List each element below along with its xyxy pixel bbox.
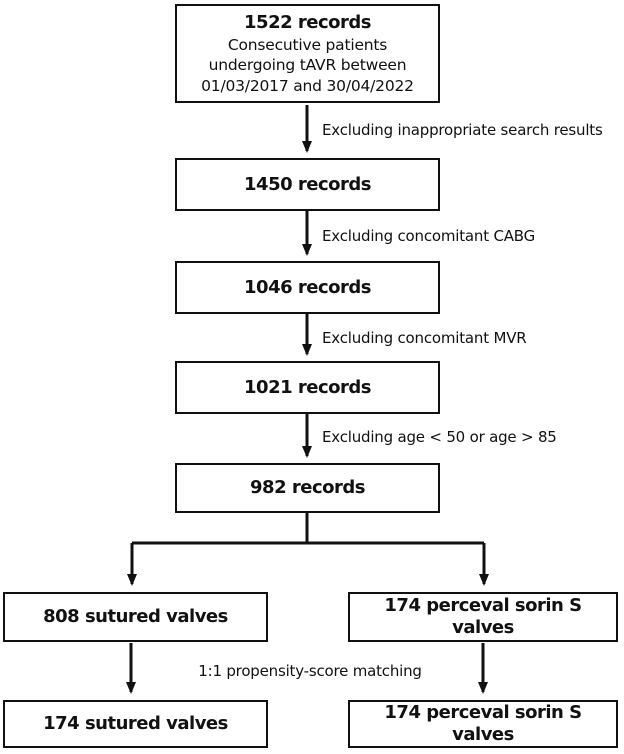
flow-box-label: 174 sutured valves	[43, 713, 228, 735]
exclusion-label-mvr: Excluding concomitant MVR	[322, 329, 527, 347]
flow-box-label: 1021 records	[244, 376, 371, 398]
flow-box-1046-records: 1046 records	[175, 261, 440, 314]
flow-box-label: 1046 records	[244, 276, 371, 298]
flow-box-label: 808 sutured valves	[43, 606, 228, 628]
flow-box-sutured-valves-174: 174 sutured valves	[3, 700, 268, 748]
flow-box-label: 982 records	[250, 477, 365, 499]
flow-box-sutured-valves-808: 808 sutured valves	[3, 592, 268, 642]
flow-box-label: 1450 records	[244, 173, 371, 195]
flow-box-line: Consecutive patients	[227, 35, 388, 54]
propensity-matching-label: 1:1 propensity-score matching	[198, 662, 422, 680]
flow-box-perceval-valves-174-upper: 174 perceval sorin S valves	[348, 592, 618, 642]
flow-box-label: 174 perceval sorin S valves	[384, 595, 582, 638]
flow-box-982-records: 982 records	[175, 463, 440, 513]
flow-box-perceval-valves-174-lower: 174 perceval sorin S valves	[348, 700, 618, 748]
flow-box-1021-records: 1021 records	[175, 361, 440, 414]
flow-box-1522-records: 1522 records Consecutive patients underg…	[175, 4, 440, 103]
flow-box-title: 1522 records	[244, 11, 371, 33]
exclusion-label-cabg: Excluding concomitant CABG	[322, 227, 536, 245]
flow-box-1450-records: 1450 records	[175, 158, 440, 211]
flow-box-line: undergoing tAVR between	[208, 56, 407, 75]
exclusion-label-search-results: Excluding inappropriate search results	[322, 121, 603, 139]
flow-box-line: 01/03/2017 and 30/04/2022	[201, 76, 414, 95]
exclusion-label-age: Excluding age < 50 or age > 85	[322, 428, 557, 446]
flow-box-label: 174 perceval sorin S valves	[384, 702, 582, 745]
